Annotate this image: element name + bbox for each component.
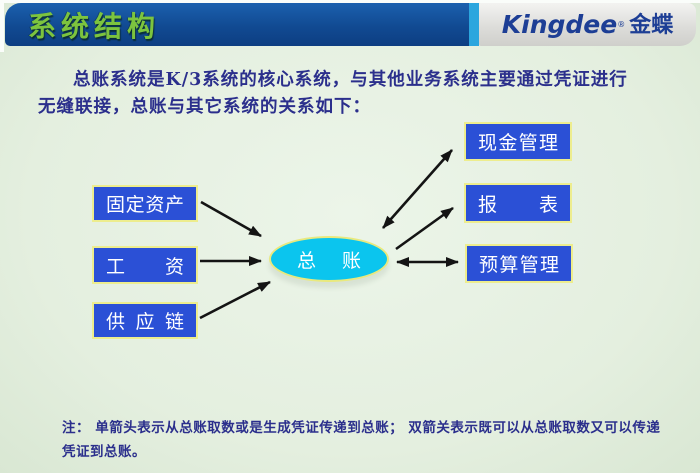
arrow-fixed-assets-to-gl — [200, 200, 262, 238]
header-bar: 系统结构 — [5, 3, 469, 46]
footnote: 注： 单箭头表示从总账取数或是生成凭证传递到总账； 双箭关表示既可以从总账取数又… — [62, 416, 668, 464]
kingdee-logo-zh: 金蝶 — [629, 11, 674, 38]
footnote-line-2: 凭证到总账。 — [62, 444, 146, 460]
node-supply-chain: 供应链 — [92, 302, 198, 339]
slide-left-edge — [0, 0, 4, 52]
intro-paragraph: 总账系统是K/3系统的核心系统，与其他业务系统主要通过凭证进行 无缝联接，总账与… — [38, 67, 670, 121]
node-reports-label: 报表 — [478, 193, 558, 216]
arrow-gl-to-reports — [395, 206, 454, 251]
arrow-gl-cash-management-double — [382, 149, 453, 229]
slide-top-edge — [0, 0, 700, 3]
node-payroll-label: 工资 — [106, 255, 184, 278]
registered-mark-icon: ® — [617, 20, 626, 29]
node-general-ledger-label: 总账 — [297, 249, 361, 272]
intro-line-1: 总账系统是K/3系统的核心系统，与其他业务系统主要通过凭证进行 — [73, 70, 628, 90]
node-budget-management-label: 预算管理 — [479, 254, 559, 276]
intro-line-2: 无缝联接，总账与其它系统的关系如下： — [38, 97, 371, 117]
node-reports: 报表 — [464, 183, 572, 223]
arrow-supply-chain-to-gl — [199, 280, 271, 320]
kingdee-logo: Kingdee ® 金蝶 — [479, 3, 696, 46]
footnote-line-1: 注： 单箭头表示从总账取数或是生成凭证传递到总账； 双箭关表示既可以从总账取数又… — [62, 420, 661, 436]
node-cash-management-label: 现金管理 — [478, 132, 558, 154]
node-budget-management: 预算管理 — [465, 244, 573, 283]
node-cash-management: 现金管理 — [464, 122, 572, 161]
node-fixed-assets-label: 固定资产 — [106, 194, 184, 216]
page-title: 系统结构 — [28, 9, 161, 43]
node-general-ledger: 总账 — [269, 236, 389, 282]
node-supply-chain-label: 供应链 — [106, 311, 184, 333]
node-payroll: 工资 — [92, 246, 198, 284]
kingdee-logo-en: Kingdee — [501, 10, 618, 39]
node-fixed-assets: 固定资产 — [92, 185, 198, 222]
header-accent-stripe — [469, 3, 479, 46]
